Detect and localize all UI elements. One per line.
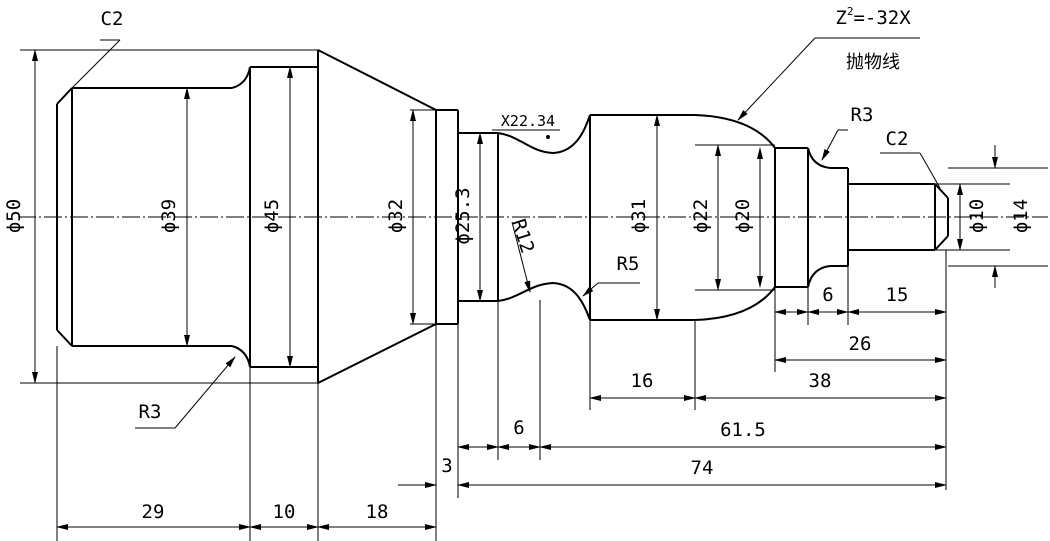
- note-r3-right: R3: [851, 104, 874, 126]
- dim-phi25-3: ϕ25.3: [452, 187, 474, 244]
- dim-len-61-5: 61.5: [720, 419, 766, 441]
- part-outline: [56, 49, 949, 384]
- diameter-dim-lines: [32, 49, 998, 384]
- dim-phi20: ϕ20: [732, 199, 754, 233]
- dim-len-26: 26: [849, 333, 872, 355]
- dim-len-6-right: 6: [822, 284, 833, 306]
- length-dim-lines: [56, 309, 947, 530]
- dim-len-3: 3: [441, 455, 452, 477]
- note-r12: R12: [507, 216, 539, 255]
- dim-phi10: ϕ10: [966, 199, 988, 233]
- dim-len-74: 74: [691, 457, 714, 479]
- dim-phi22: ϕ22: [690, 199, 712, 233]
- note-r5: R5: [617, 253, 640, 275]
- dim-phi39: ϕ39: [158, 199, 180, 233]
- note-parabola-eq: Z2=-32X: [835, 5, 911, 29]
- dim-len-29: 29: [142, 501, 165, 523]
- note-x22-34: X22.34: [501, 112, 555, 130]
- leader-lines: [67, 37, 941, 429]
- dim-len-10: 10: [273, 501, 296, 523]
- note-r3-left: R3: [139, 401, 162, 423]
- dim-phi45: ϕ45: [261, 199, 283, 233]
- dim-phi14: ϕ14: [1010, 199, 1032, 233]
- note-parabola-cn: 抛物线: [846, 52, 900, 73]
- dim-phi32: ϕ32: [385, 199, 407, 233]
- note-c2-left: C2: [101, 8, 124, 30]
- dim-len-15: 15: [886, 284, 909, 306]
- dim-len-18: 18: [366, 501, 389, 523]
- dim-len-6-left: 6: [513, 417, 524, 439]
- dim-phi50: ϕ50: [3, 199, 25, 233]
- dim-phi31: ϕ31: [628, 199, 650, 233]
- dim-len-16: 16: [631, 370, 654, 392]
- dim-len-38: 38: [809, 370, 832, 392]
- note-c2-right: C2: [886, 128, 909, 150]
